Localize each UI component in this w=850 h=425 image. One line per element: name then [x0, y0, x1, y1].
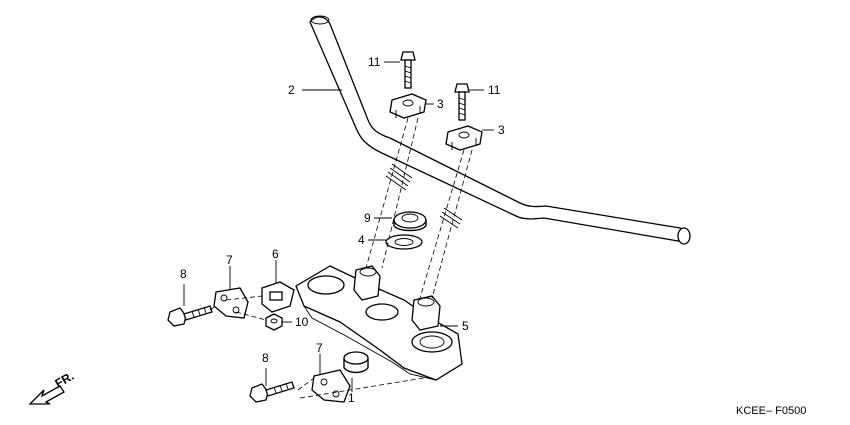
callout-holder-upper-left: 3: [437, 97, 444, 111]
bolt-upper-right[interactable]: [454, 83, 470, 121]
handlebar[interactable]: [309, 15, 691, 245]
upper-holder-left[interactable]: [389, 93, 427, 119]
callout-nut: 9: [364, 211, 371, 225]
bolt-lower[interactable]: [249, 381, 295, 403]
diagram-code: KCEE– F0500: [736, 405, 806, 417]
direction-label: FR.: [53, 369, 77, 391]
knurl-right: [439, 207, 463, 229]
callout-leaders: [183, 61, 494, 392]
callout-bridge: 5: [462, 319, 469, 333]
callout-holder-upper-right: 3: [498, 123, 505, 137]
upper-holder-right[interactable]: [445, 125, 483, 151]
nut-large[interactable]: [393, 211, 427, 232]
callout-bolt-lower: 8: [262, 351, 269, 365]
handlebar-bridge[interactable]: [295, 265, 463, 381]
collar[interactable]: [343, 351, 369, 374]
assembly-lines: [209, 117, 473, 399]
callout-plate-left: 7: [226, 253, 233, 267]
callout-handlebar: 2: [288, 83, 295, 97]
callout-clamp: 6: [272, 247, 279, 261]
plate-left[interactable]: [213, 287, 249, 319]
callout-washer: 4: [358, 233, 365, 247]
plate-lower[interactable]: [311, 369, 351, 403]
bolt-upper-left[interactable]: [400, 51, 416, 89]
clamp[interactable]: [261, 281, 295, 313]
callout-bolt-left: 8: [180, 267, 187, 281]
washer[interactable]: [385, 234, 423, 250]
callout-plate-lower: 7: [316, 341, 323, 355]
callout-bolt-upper-right: 11: [488, 83, 501, 97]
knurl-left: [385, 163, 413, 191]
bolt-left[interactable]: [167, 305, 213, 327]
callout-nut-small: 10: [295, 315, 309, 329]
nut-small[interactable]: [265, 313, 283, 331]
callout-collar: 1: [348, 391, 355, 405]
callout-bolt-upper-left: 11: [368, 55, 381, 69]
front-direction-arrow: FR.: [28, 369, 77, 405]
